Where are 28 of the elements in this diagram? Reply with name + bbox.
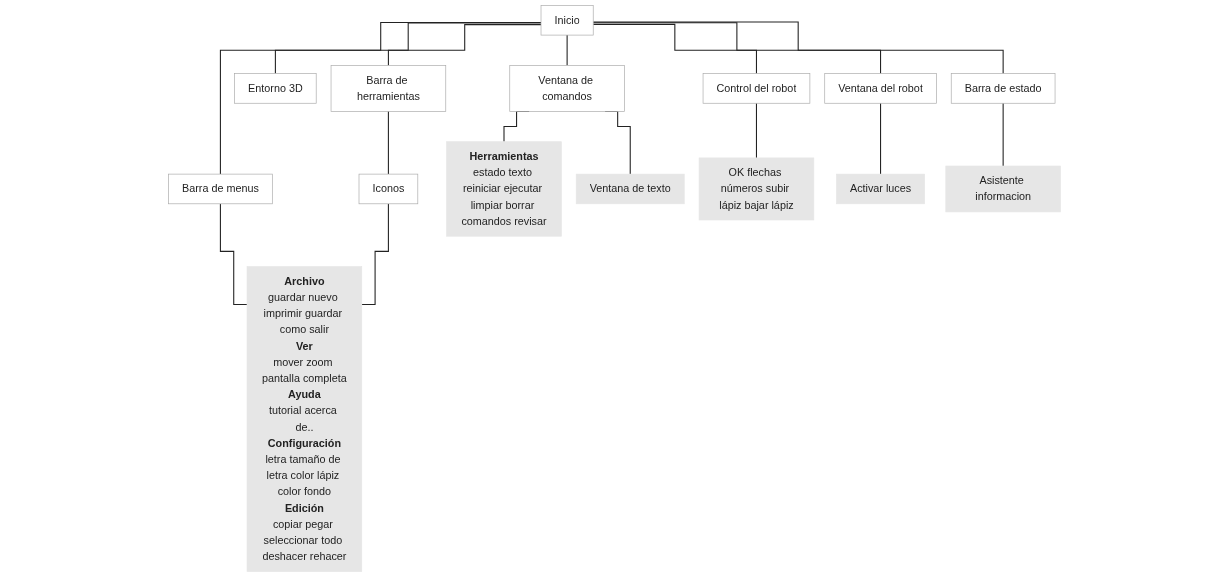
connector bbox=[592, 22, 882, 75]
node-box: OK flechas números subir lápiz bajar lápiz bbox=[698, 157, 815, 221]
node-box: Ventana de texto bbox=[575, 173, 685, 205]
node-box: Activar luces bbox=[836, 173, 925, 205]
connector bbox=[880, 102, 882, 175]
connector bbox=[219, 203, 248, 306]
node-box: Barra de menus bbox=[168, 173, 273, 205]
node-box: Ventana del robot bbox=[824, 73, 937, 104]
connector bbox=[1002, 102, 1004, 167]
connector bbox=[361, 203, 389, 306]
node-box: Archivo guardar nuevo imprimir guardar como salir Ver mover zoom pantalla completa Ayuda tutorial acerca de.. Configuración letra tamaño de letra color lápiz color fondo Edición copiar pegar seleccionar todo deshacer rehacer bbox=[246, 266, 363, 572]
node-box: Entorno 3D bbox=[234, 73, 317, 104]
connector bbox=[592, 23, 757, 75]
node-box: Control del robot bbox=[702, 73, 811, 104]
connector bbox=[219, 21, 542, 175]
node-box: Asistente informacion bbox=[945, 165, 1061, 213]
connector bbox=[592, 21, 1004, 75]
connector bbox=[387, 24, 542, 66]
node-box: Barra de herramientas bbox=[330, 65, 447, 112]
connector bbox=[755, 102, 757, 159]
connector bbox=[566, 34, 568, 66]
node-box: Ventana de comandos bbox=[509, 65, 625, 112]
node-box: Inicio bbox=[540, 5, 594, 36]
connector bbox=[387, 110, 389, 175]
node-box: Barra de estado bbox=[950, 73, 1056, 104]
connector bbox=[274, 22, 542, 75]
node-box: Herramientas estado texto reiniciar ejecutar limpiar borrar comandos revisar bbox=[446, 141, 562, 237]
node-box: Iconos bbox=[358, 173, 419, 205]
